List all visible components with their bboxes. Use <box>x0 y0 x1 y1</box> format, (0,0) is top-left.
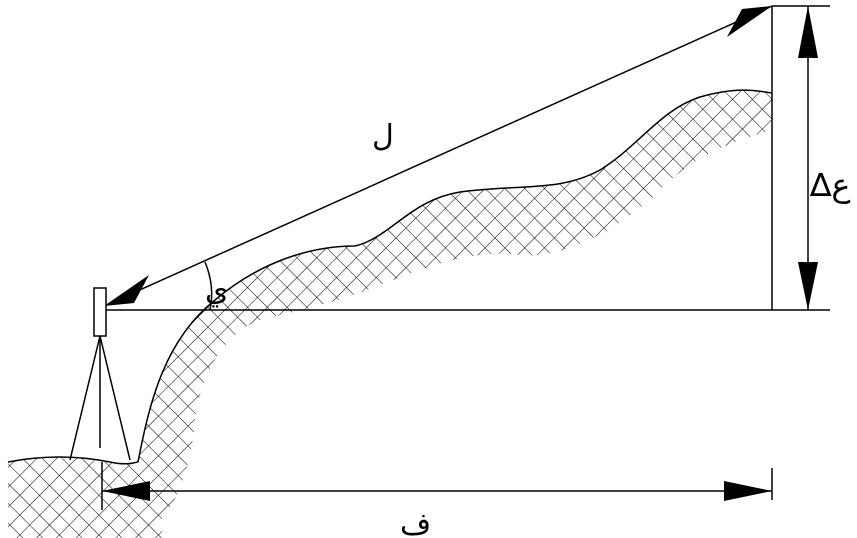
height-difference-label: ∆ع <box>809 166 851 204</box>
horizontal-distance-label: ف <box>400 507 431 538</box>
vertical-angle-label: ي <box>205 273 228 308</box>
slope-arrow-head-bottom <box>104 275 149 306</box>
slope-distance-label: ل <box>372 119 394 154</box>
tripod-leg-right <box>99 335 131 461</box>
vertical-angle-arc <box>204 261 213 311</box>
tripod-leg-left <box>69 335 101 461</box>
height-arrow-head-bottom <box>798 262 818 310</box>
horizontal-arrow-head-left <box>102 481 150 501</box>
hill-top-outline <box>137 89 773 463</box>
ground-mound-left <box>8 442 162 538</box>
slope-distance-line <box>103 5 773 307</box>
instrument-body <box>93 287 107 337</box>
slope-arrow-head-top <box>727 6 772 37</box>
hill-terrain <box>138 90 772 521</box>
theodolite-instrument <box>69 287 131 461</box>
horizontal-arrow-head-right <box>724 481 772 501</box>
height-arrow-head-top <box>798 6 818 58</box>
